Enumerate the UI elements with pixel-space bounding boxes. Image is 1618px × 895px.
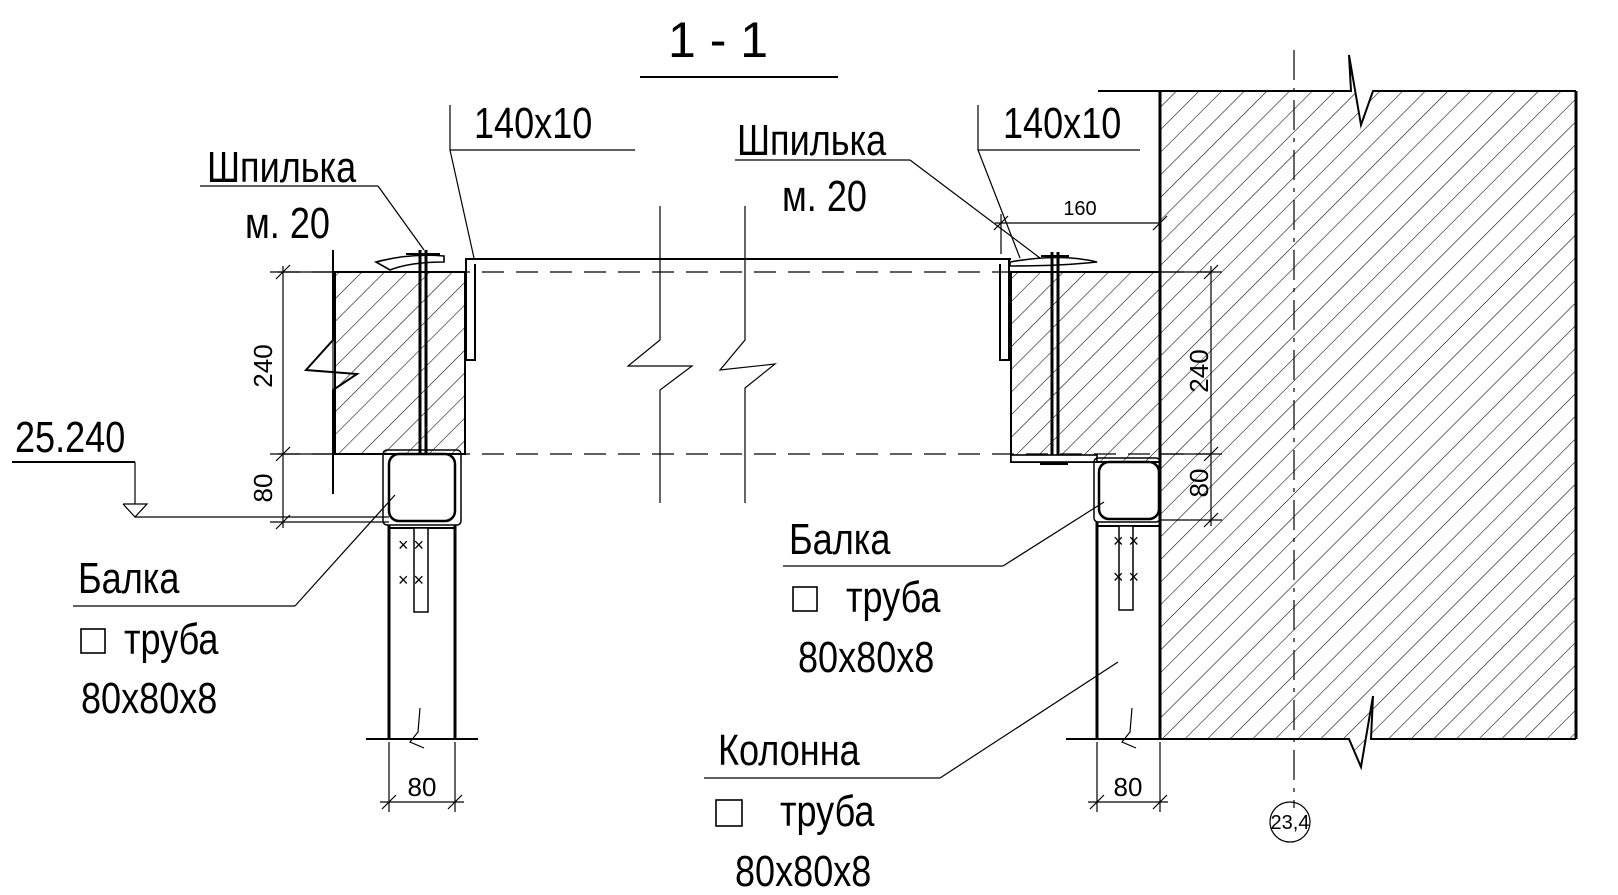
svg-text:× ×: × × bbox=[1113, 531, 1139, 551]
stud-left-line2: м. 20 bbox=[245, 199, 330, 248]
beam-left-line3: 80x80x8 bbox=[81, 674, 217, 723]
column-line1: Колонна bbox=[718, 726, 860, 775]
left-stud-label-group: Шпилька м. 20 bbox=[200, 143, 425, 251]
column-line3: 80x80x8 bbox=[735, 847, 871, 895]
plate-right-label: 140x10 bbox=[1003, 99, 1121, 148]
right-timber-block bbox=[1010, 271, 1161, 463]
dim-right-160: 160 bbox=[1063, 198, 1096, 220]
level-mark-label: 25.240 bbox=[15, 413, 125, 462]
level-mark: 25.240 bbox=[12, 413, 389, 518]
right-beam-label-group: Балка труба 80x80x8 bbox=[783, 501, 1105, 682]
dim-left-80: 80 bbox=[248, 474, 278, 503]
top-dimension-160: 160 bbox=[993, 198, 1168, 254]
axis-marker-label: 23,4 bbox=[1271, 812, 1310, 834]
column-label-group: Колонна труба 80x80x8 bbox=[704, 661, 1119, 895]
dim-right-240: 240 bbox=[1184, 349, 1214, 392]
left-beam-label-group: Балка труба 80x80x8 bbox=[73, 494, 396, 723]
section-title-group: 1 - 1 bbox=[640, 12, 838, 78]
right-vertical-dimensions: 240 80 bbox=[1160, 264, 1222, 528]
right-stud-label-group: Шпилька м. 20 bbox=[735, 116, 1041, 259]
tube-symbol-right bbox=[792, 586, 818, 612]
stud-left-line1: Шпилька bbox=[207, 143, 357, 192]
left-stud bbox=[373, 250, 445, 478]
left-plate-label-group: 140x10 bbox=[449, 99, 635, 259]
right-beam-tube bbox=[1093, 457, 1161, 523]
dim-left-240: 240 bbox=[248, 344, 278, 387]
column-line2: труба bbox=[780, 787, 875, 836]
break-lines bbox=[626, 206, 777, 503]
dim-bottom-left-80: 80 bbox=[408, 772, 437, 802]
right-column: × × × × bbox=[1095, 522, 1162, 749]
dim-bottom-right-80: 80 bbox=[1114, 772, 1143, 802]
section-title: 1 - 1 bbox=[668, 12, 768, 68]
steel-plate bbox=[465, 258, 1011, 361]
left-vertical-dimensions: 240 80 bbox=[248, 264, 389, 530]
tube-symbol-column bbox=[715, 799, 743, 827]
beam-left-line1: Балка bbox=[78, 554, 180, 603]
left-beam-tube bbox=[382, 449, 462, 526]
svg-text:× ×: × × bbox=[398, 535, 424, 555]
beam-right-line1: Балка bbox=[789, 515, 891, 564]
svg-text:× ×: × × bbox=[398, 570, 424, 590]
right-stud bbox=[1009, 252, 1098, 465]
plate-left-label: 140x10 bbox=[474, 99, 592, 148]
dim-right-80: 80 bbox=[1184, 469, 1214, 498]
left-column: × × × × bbox=[366, 525, 478, 749]
beam-right-line3: 80x80x8 bbox=[798, 633, 934, 682]
bottom-dimensions: 80 80 bbox=[380, 742, 1168, 812]
beam-left-line2: труба bbox=[124, 615, 219, 664]
stud-right-line2: м. 20 bbox=[782, 172, 867, 221]
tube-symbol-left bbox=[80, 628, 106, 654]
stud-right-line1: Шпилька bbox=[737, 116, 887, 165]
beam-right-line2: труба bbox=[846, 573, 941, 622]
axis-marker: 23,4 bbox=[1269, 801, 1311, 843]
svg-text:× ×: × × bbox=[1113, 567, 1139, 587]
right-plate-label-group: 140x10 bbox=[977, 99, 1140, 259]
